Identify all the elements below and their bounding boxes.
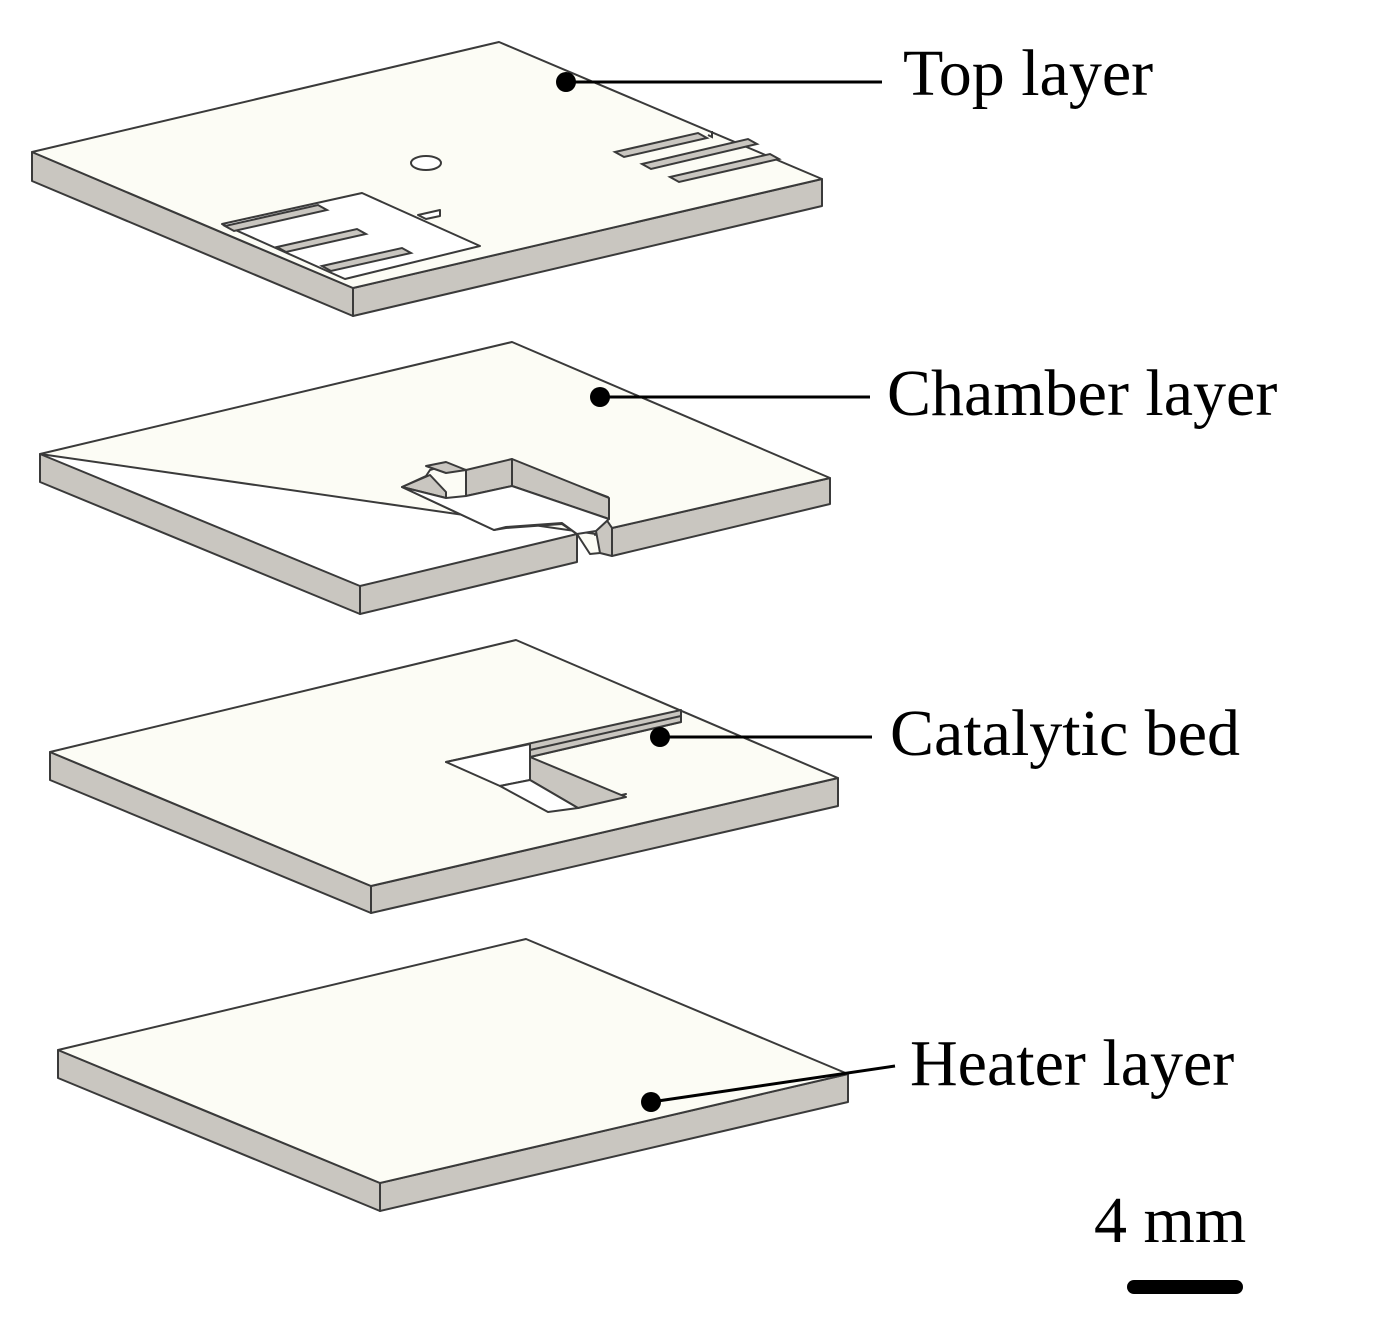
top-layer-plate [31, 41, 823, 317]
top-layer-slot [639, 137, 760, 171]
catalytic-bed-label: Catalytic bed [890, 697, 1240, 770]
chamber-layer-label: Chamber layer [887, 357, 1277, 430]
top-layer-groove [319, 246, 414, 273]
chamber-cavity-opening [401, 485, 610, 535]
top-layer-groove [274, 227, 369, 254]
top-layer-slot [612, 131, 710, 159]
heater-layer-plate [57, 938, 849, 1212]
label-heater-layer: Heater layer [641, 1027, 1234, 1112]
heater-layer-label: Heater layer [910, 1027, 1234, 1100]
top-layer-label: Top layer [903, 37, 1153, 110]
heater-layer-top-face [57, 938, 849, 1184]
chamber-cavity-wall [425, 461, 467, 474]
chamber-layer-plate [39, 341, 831, 615]
top-layer-groove [222, 203, 330, 233]
label-catalytic-bed: Catalytic bed [650, 697, 1240, 770]
scale-bar-label: 4 mm [1094, 1184, 1246, 1257]
top-layer-slot [667, 152, 782, 184]
catalytic-bed-through-hole [499, 779, 579, 813]
leader-line [650, 1064, 896, 1104]
top-layer-edge-notch [707, 131, 713, 139]
label-top-layer: Top layer [556, 37, 1153, 110]
top-layer-port-hole [410, 155, 442, 171]
catalytic-bed-cavity-wall [529, 715, 682, 758]
scale-bar: 4 mm [1094, 1184, 1246, 1294]
label-chamber-layer: Chamber layer [590, 357, 1277, 430]
chamber-layer-right-side [359, 533, 578, 615]
catalytic-bed-plate [49, 639, 839, 914]
top-layer-window-notch [417, 209, 441, 220]
catalytic-bed-top-face [49, 639, 839, 887]
